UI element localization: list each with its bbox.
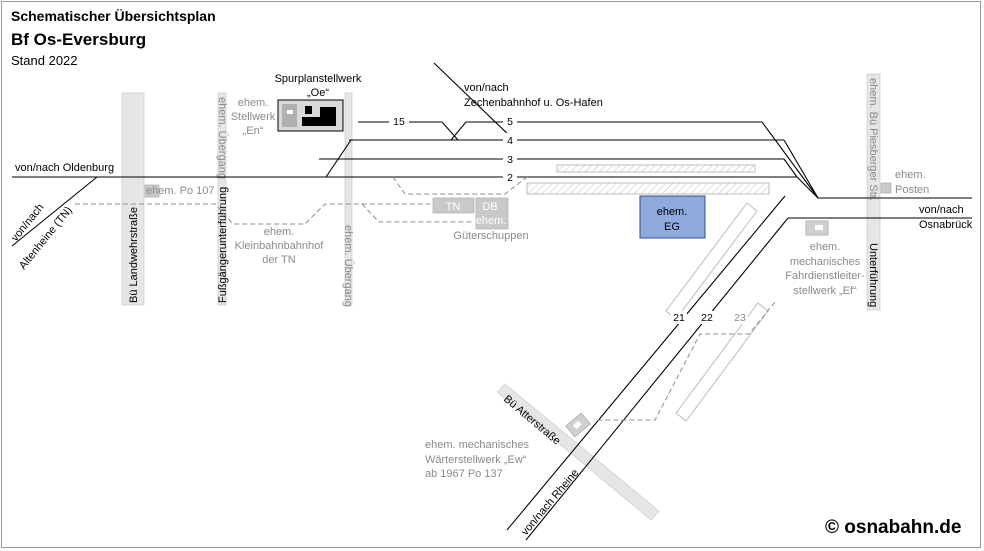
track-number-22: 22 [699,311,715,324]
platform-main [526,182,770,195]
ef-label-1: ehem. [810,241,841,253]
posten-icon [880,182,892,194]
header-line2: Bf Os-Eversburg [11,30,146,49]
tn-label: TN [446,201,461,213]
road-label-fussgaenger: Fußgängerunterführung [217,187,229,303]
svg-text:3: 3 [507,154,513,166]
road-atterstrasse [496,383,660,521]
platform-diagonal-2 [675,302,769,422]
po107-label: ehem. Po 107 [146,185,215,197]
eg-label-1: ehem. [657,206,688,218]
track-link-15 [441,121,459,141]
track-number-15: 15 [389,115,409,128]
header-line3: Stand 2022 [11,53,78,68]
svg-text:22: 22 [701,312,713,324]
track-right-4 [783,139,819,199]
track-number-3: 3 [503,152,517,166]
track-number-4: 4 [503,133,517,147]
header-line1: Schematischer Übersichtsplan [11,8,216,24]
direction-zechen-2: Zechenbahnhof u. Os-Hafen [464,97,603,109]
gueter-label-2: Güterschuppen [453,230,528,242]
svg-text:21: 21 [673,312,685,324]
direction-oldenburg: von/nach Oldenburg [14,161,118,174]
former-track-tn-2 [361,203,474,223]
db-label: DB [482,201,497,213]
former-track-tn-1 [75,203,430,225]
ew-label-3: ab 1967 Po 137 [425,468,503,480]
kleinbahn-label-2: Kleinbahnbahnhof [235,240,325,252]
track-zechen-branch [433,62,515,141]
tn-building [432,197,475,214]
direction-zechen-1: von/nach [464,82,509,94]
track-right-5 [761,121,819,199]
road-label-landwehrstrasse: Bü Landwehrstraße [128,207,140,303]
track-number-2: 2 [503,170,517,184]
ew-label-1: ehem. mechanisches [425,439,529,451]
po107-icon [144,184,160,198]
eg-label-2: EG [664,221,680,233]
track-link-left [325,139,352,178]
road-uebergang-2 [344,92,353,306]
ef-label-4: stellwerk „Ef“ [793,285,857,297]
track-right-3 [783,158,798,178]
former-track-23 [596,301,776,421]
stellwerk-en-label-3: „En“ [243,125,264,137]
svg-text:23: 23 [734,312,746,324]
svg-text:2: 2 [507,172,513,184]
road-landwehrstrasse [121,92,145,306]
posten-label-2: Posten [895,184,929,196]
db-building [475,197,509,230]
stellwerk-en-label-2: Stellwerk [231,111,276,123]
road-label-piesberger: ehem. Bü Piesberger Str. [867,78,879,201]
spurplan-building-icon [277,99,344,132]
former-track-db [392,176,528,195]
direction-osnabrueck-2: Osnabrück [919,219,973,231]
stellwerk-ef-icon [805,220,829,236]
road-label-uebergang-1: ehem. Übergang [216,97,228,179]
road-fussgaengerunterfuehrung [217,92,227,306]
track-altenheine [11,176,98,247]
direction-osnabrueck-1: von/nach [919,204,964,216]
svg-text:5: 5 [507,116,513,128]
svg-text:4: 4 [507,135,513,147]
ef-label-3: Fahrdienstleiter- [785,270,865,282]
station-building-eg [639,195,706,239]
ew-label-2: Wärterstellwerk „Ew“ [425,454,527,466]
gueter-label-1: ehem. [476,215,507,227]
kleinbahn-label-3: der TN [262,254,295,266]
road-piesberger [866,73,881,311]
kleinbahn-label-1: ehem. [264,226,295,238]
copyright: © osnabahn.de [825,517,961,538]
stellwerk-en-label-1: ehem. [238,97,269,109]
posten-label-1: ehem. [895,169,926,181]
track-number-23: 23 [732,311,748,324]
spurplan-label-1: Spurplanstellwerk [275,73,362,85]
track-right-2 [796,176,819,199]
stellwerk-ew-icon [565,412,591,438]
road-label-uebergang-2: ehem. Übergang [342,225,354,307]
track-zechen-branch2 [450,121,467,141]
ef-label-2: mechanisches [790,256,861,268]
track-number-21: 21 [671,311,687,324]
road-label-unterfuehrung: Unterführung [867,243,879,307]
track-21 [506,195,786,531]
spurplan-label-2: „Oe“ [307,87,329,99]
track-22 [525,217,789,541]
svg-text:15: 15 [393,116,405,128]
platform-small [556,164,756,173]
track-number-5: 5 [503,115,517,128]
svg-text:von/nach Oldenburg: von/nach Oldenburg [15,162,114,174]
